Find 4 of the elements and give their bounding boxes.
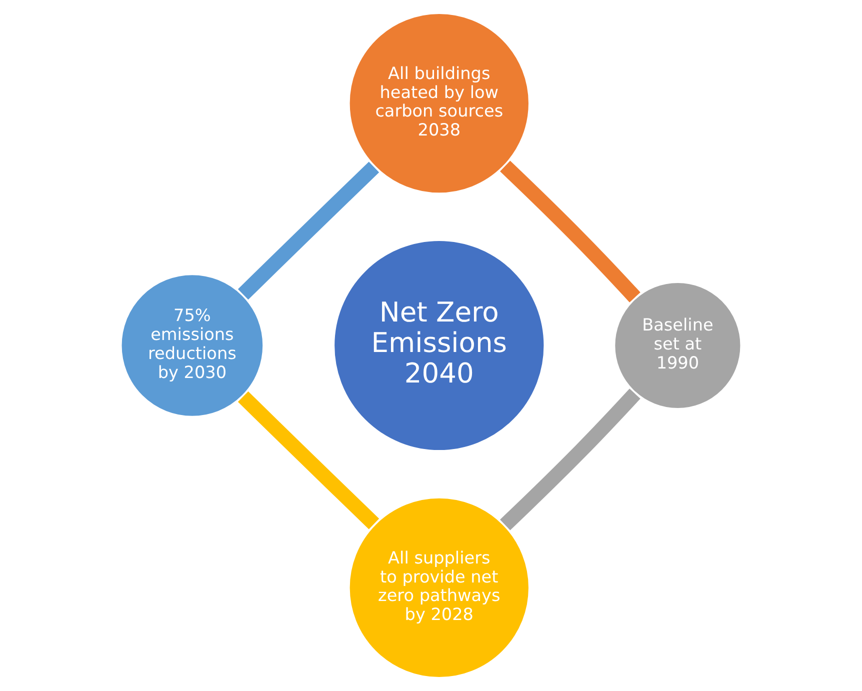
connector [500,160,640,302]
connector [238,391,380,530]
connector [500,388,640,530]
connector [238,162,380,300]
